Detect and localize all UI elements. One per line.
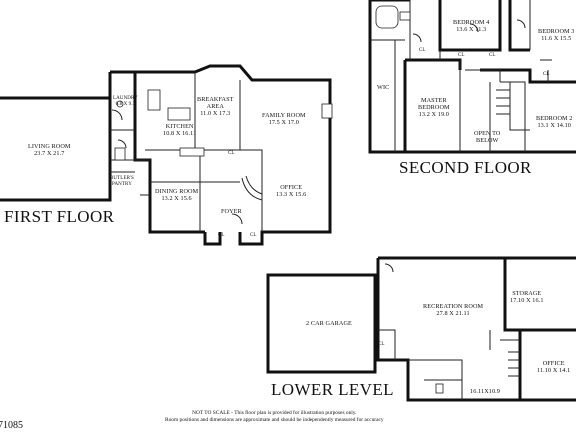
room-butlers-name2: PANTRY [112, 182, 132, 187]
room-breakfast-dim: 11.0 X 17.3 [200, 110, 231, 117]
room-recreation: RECREATION ROOM 27.8 X 21.11 [423, 303, 483, 317]
room-rec-name: RECREATION ROOM [423, 303, 484, 310]
open-to-below: OPEN TO BELOW [474, 130, 500, 144]
room-office2-name: OFFICE [542, 360, 565, 367]
room-rec2-dim: 16.11X10.9 [470, 388, 500, 395]
room-office-lower: OFFICE 11.10 X 14.1 [537, 360, 570, 374]
room-master-bedroom: MASTER BEDROOM 13.2 X 19.0 [418, 97, 450, 118]
open-to-below-1: OPEN TO [474, 130, 501, 137]
room-butlers-pantry: BUTLER'S PANTRY [110, 176, 134, 188]
room-laundry-dim: 6.8 X 9.3 [115, 102, 136, 107]
room-bed4-name: BEDROOM 4 [453, 19, 490, 26]
disclaimer-line-2: Room positions and dimensions are approx… [165, 417, 384, 423]
room-bed2-dim: 13.1 X 14.10 [537, 122, 571, 129]
first-floor-walls [0, 64, 333, 246]
room-dining-dim: 13.2 X 15.6 [161, 195, 192, 202]
room-living: LIVING ROOM 23.7 X 21.7 [28, 143, 71, 157]
room-laundry: LAUNDRY 6.8 X 9.3 [113, 96, 138, 108]
closet-label-2: CL [218, 233, 225, 238]
room-dining: DINING ROOM 13.2 X 15.6 [155, 188, 198, 202]
room-living-dim: 23.7 X 21.7 [34, 150, 65, 157]
room-office-first: OFFICE 13.3 X 15.6 [276, 184, 306, 198]
room-office1-dim: 13.3 X 15.6 [276, 191, 307, 198]
room-kitchen-dim: 10.8 X 16.11 [163, 130, 197, 137]
room-bedroom-4: BEDROOM 4 13.6 X 11.3 [453, 19, 489, 33]
room-master-name2: BEDROOM [418, 104, 450, 111]
second-floor-walls [368, 0, 576, 154]
room-rec-dim: 27.8 X 21.11 [436, 310, 470, 317]
closet-label-8: CL [378, 342, 385, 347]
room-bedroom-3: BEDROOM 3 11.6 X 15.5 [538, 28, 574, 42]
closet-label-4: CL [419, 48, 426, 53]
room-family-dim: 17.5 X 17.0 [268, 119, 299, 126]
room-bed3-dim: 11.6 X 15.5 [541, 35, 572, 42]
room-foyer-name: FOYER [221, 208, 242, 215]
room-wic-name: WIC [377, 84, 390, 91]
room-bedroom-2: BEDROOM 2 13.1 X 14.10 [536, 115, 572, 129]
room-storage-dim: 17.10 X 16.1 [510, 297, 544, 304]
room-breakfast-name: BREAKFAST [197, 96, 234, 103]
closet-label-3: CL [250, 233, 257, 238]
room-dining-name: DINING ROOM [155, 188, 199, 195]
first-floor-title: FIRST FLOOR [4, 207, 115, 226]
listing-number-fragment: 71085 [0, 420, 23, 431]
open-to-below-2: BELOW [475, 137, 499, 144]
room-office2-dim: 11.10 X 14.1 [537, 367, 571, 374]
second-floor-title: SECOND FLOOR [399, 158, 532, 177]
room-wic: WIC [377, 84, 389, 91]
room-garage: 2 CAR GARAGE [306, 320, 352, 327]
room-family: FAMILY ROOM 17.5 X 17.0 [262, 112, 306, 126]
room-breakfast-name2: AREA [206, 103, 224, 110]
room-butlers-name: BUTLER'S [110, 176, 134, 181]
room-recreation-annex: 16.11X10.9 [470, 388, 500, 395]
closet-label-5: CL [458, 53, 465, 58]
room-storage-name: STORAGE [512, 290, 542, 297]
disclaimer: NOT TO SCALE - This floor plan is provid… [165, 410, 384, 424]
room-bed2-name: BEDROOM 2 [536, 115, 573, 122]
closet-label-6: CL [489, 53, 496, 58]
closet-label-7: CL [543, 72, 550, 77]
room-laundry-name: LAUNDRY [113, 96, 138, 101]
room-bed3-name: BEDROOM 3 [538, 28, 575, 35]
room-garage-name: 2 CAR GARAGE [306, 320, 352, 327]
room-kitchen-name: KITCHEN [165, 123, 194, 130]
room-master-dim: 13.2 X 19.0 [418, 111, 449, 118]
room-kitchen: KITCHEN 10.8 X 16.11 [163, 123, 196, 137]
disclaimer-line-1: NOT TO SCALE - This floor plan is provid… [192, 410, 357, 416]
room-office1-name: OFFICE [280, 184, 303, 191]
room-master-name: MASTER [420, 97, 447, 104]
room-family-name: FAMILY ROOM [262, 112, 306, 119]
room-bed4-dim: 13.6 X 11.3 [456, 26, 487, 33]
room-foyer: FOYER [221, 208, 242, 215]
room-breakfast: BREAKFAST AREA 11.0 X 17.3 [197, 96, 234, 117]
lower-level-title: LOWER LEVEL [271, 380, 394, 399]
closet-label-1: CL [228, 151, 235, 156]
room-storage: STORAGE 17.10 X 16.1 [510, 290, 544, 304]
lower-level-walls [266, 256, 576, 402]
room-living-name: LIVING ROOM [28, 143, 71, 150]
